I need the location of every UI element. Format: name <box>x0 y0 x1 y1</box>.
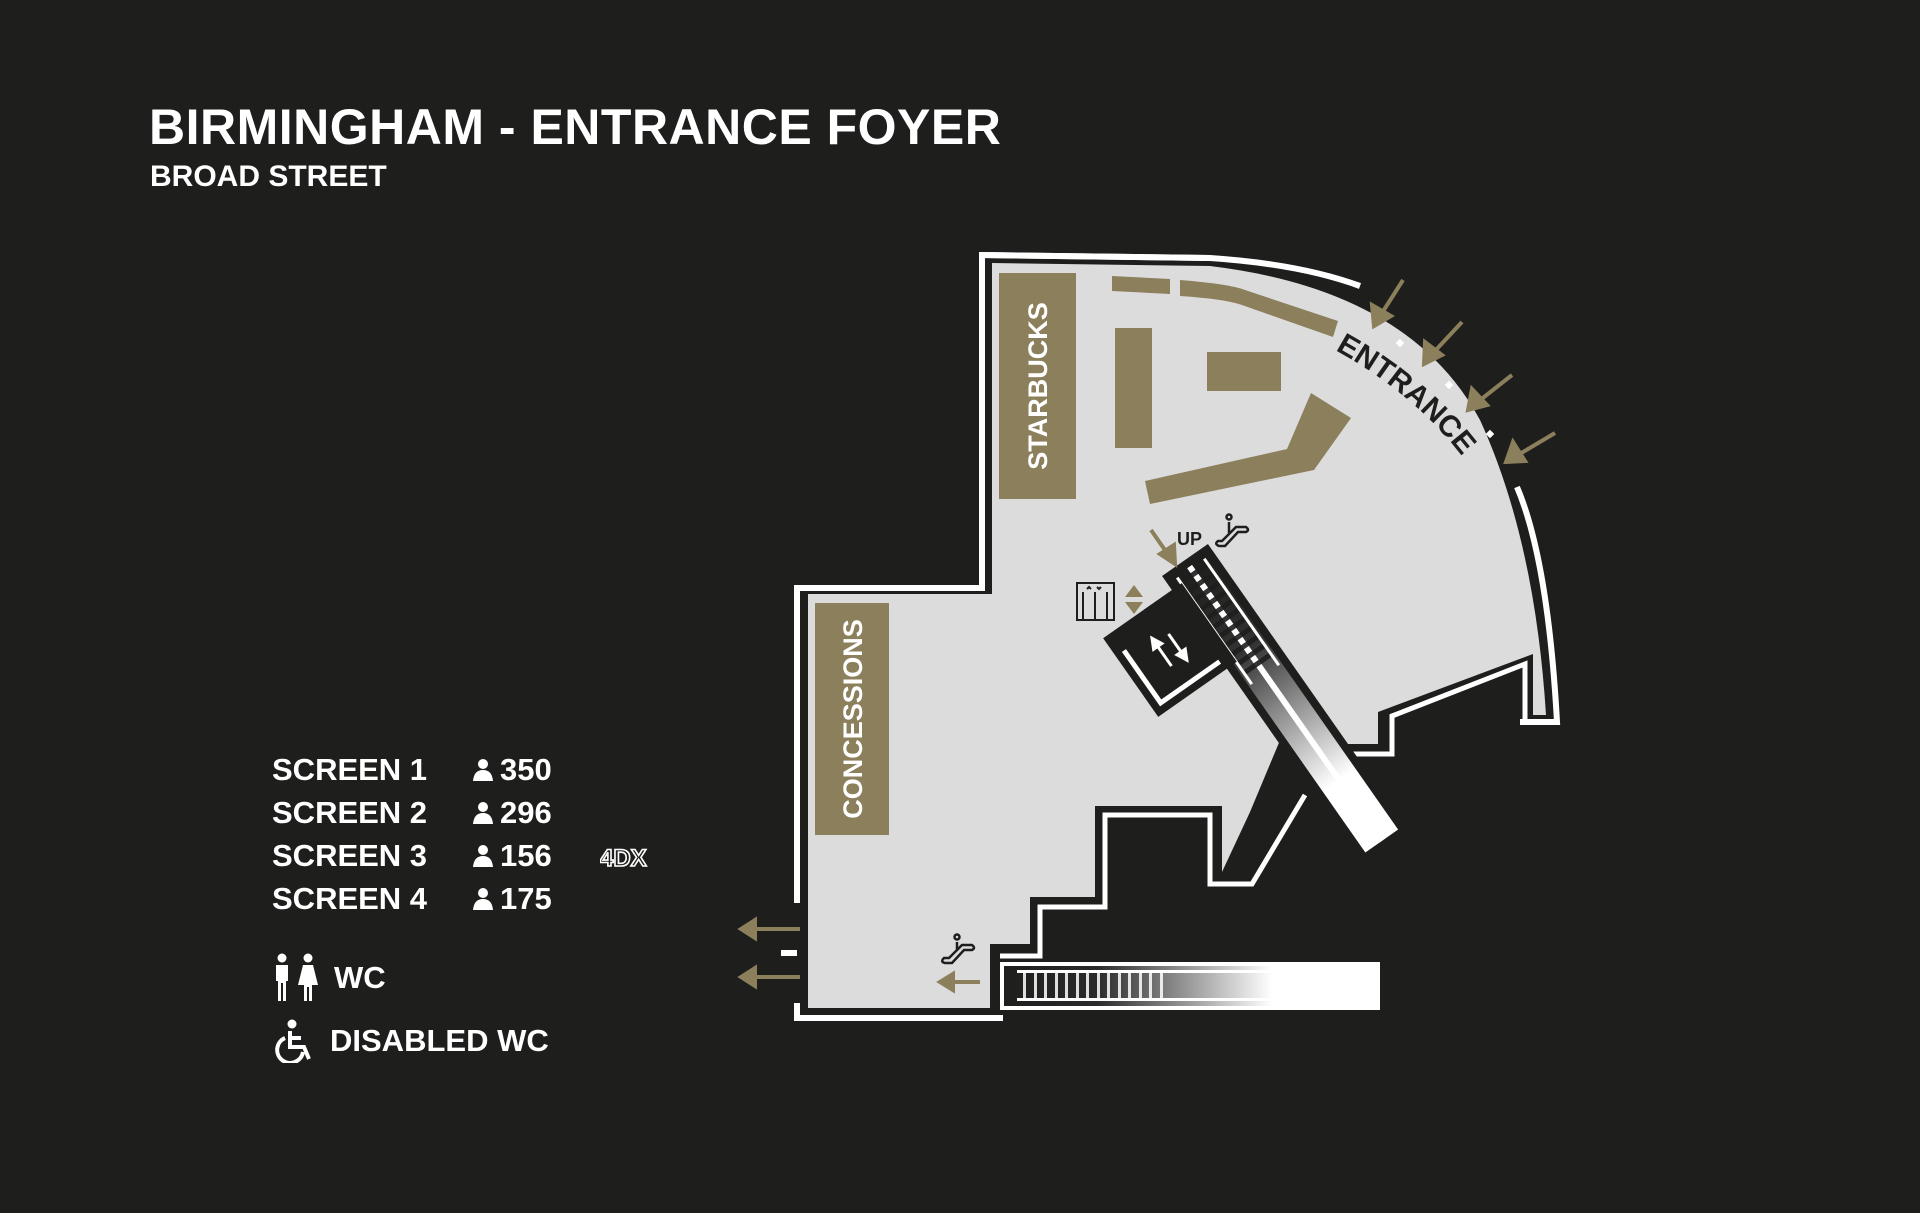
seat-capacity: 350 <box>500 751 552 787</box>
arrow-to-escalator-icon <box>1149 528 1178 568</box>
lift-shaft <box>1103 583 1237 717</box>
page-title: BIRMINGHAM - ENTRANCE FOYER <box>149 99 1002 155</box>
building-outline <box>794 251 1561 1021</box>
screen-name: SCREEN 4 <box>272 880 428 916</box>
arrow-to-lower-escalator-icon <box>936 970 980 994</box>
disabled-wc-legend-item: DISABLED WC <box>272 1019 549 1063</box>
concessions-area <box>815 603 889 835</box>
seat-capacity: 156 <box>500 837 552 873</box>
starbucks-label: STARBUCKS <box>1023 302 1053 470</box>
seat-capacity: 175 <box>500 880 552 916</box>
lower-escalator <box>1000 962 1380 1010</box>
down-escalator-icon <box>941 933 976 965</box>
exit-door-marker <box>781 950 797 956</box>
concessions-label: CONCESSIONS <box>838 619 868 819</box>
wc-label: WC <box>334 960 386 995</box>
starbucks-area <box>999 273 1076 499</box>
entrance-door-dots <box>1395 338 1495 439</box>
screen-name: SCREEN 1 <box>272 751 428 787</box>
person-icon <box>473 801 493 824</box>
screen-name: SCREEN 2 <box>272 794 428 830</box>
furniture <box>1112 276 1351 504</box>
elevator-icon <box>1076 582 1115 621</box>
wc-legend-item: WC <box>272 953 386 1003</box>
person-icon <box>473 844 493 867</box>
4dx-logo-icon: 4DX <box>600 844 647 873</box>
seat-capacity: 296 <box>500 794 552 830</box>
page-subtitle: BROAD STREET <box>150 160 387 193</box>
escalator-icon <box>1215 513 1250 548</box>
disabled-wc-label: DISABLED WC <box>330 1023 549 1058</box>
toilets-icon <box>276 953 318 1001</box>
exit-arrow-icon <box>737 916 800 990</box>
screen-name: SCREEN 3 <box>272 837 428 873</box>
person-icon <box>473 887 493 910</box>
entrance-arrow-icon <box>1369 278 1557 465</box>
screen-row: SCREEN 4 175 <box>272 877 695 920</box>
wheelchair-icon <box>275 1019 311 1063</box>
screen-legend: SCREEN 1 350 SCREEN 2 296 SCREEN 3 156 4… <box>272 748 695 920</box>
screen-row: SCREEN 1 350 <box>272 748 695 791</box>
up-label: UP <box>1177 529 1202 549</box>
screen-row: SCREEN 2 296 <box>272 791 695 834</box>
person-icon <box>473 758 493 781</box>
screen-row: SCREEN 3 156 4DX <box>272 834 695 877</box>
lift-up-down-icon <box>1125 585 1143 614</box>
svg-text:4DX: 4DX <box>600 845 647 872</box>
